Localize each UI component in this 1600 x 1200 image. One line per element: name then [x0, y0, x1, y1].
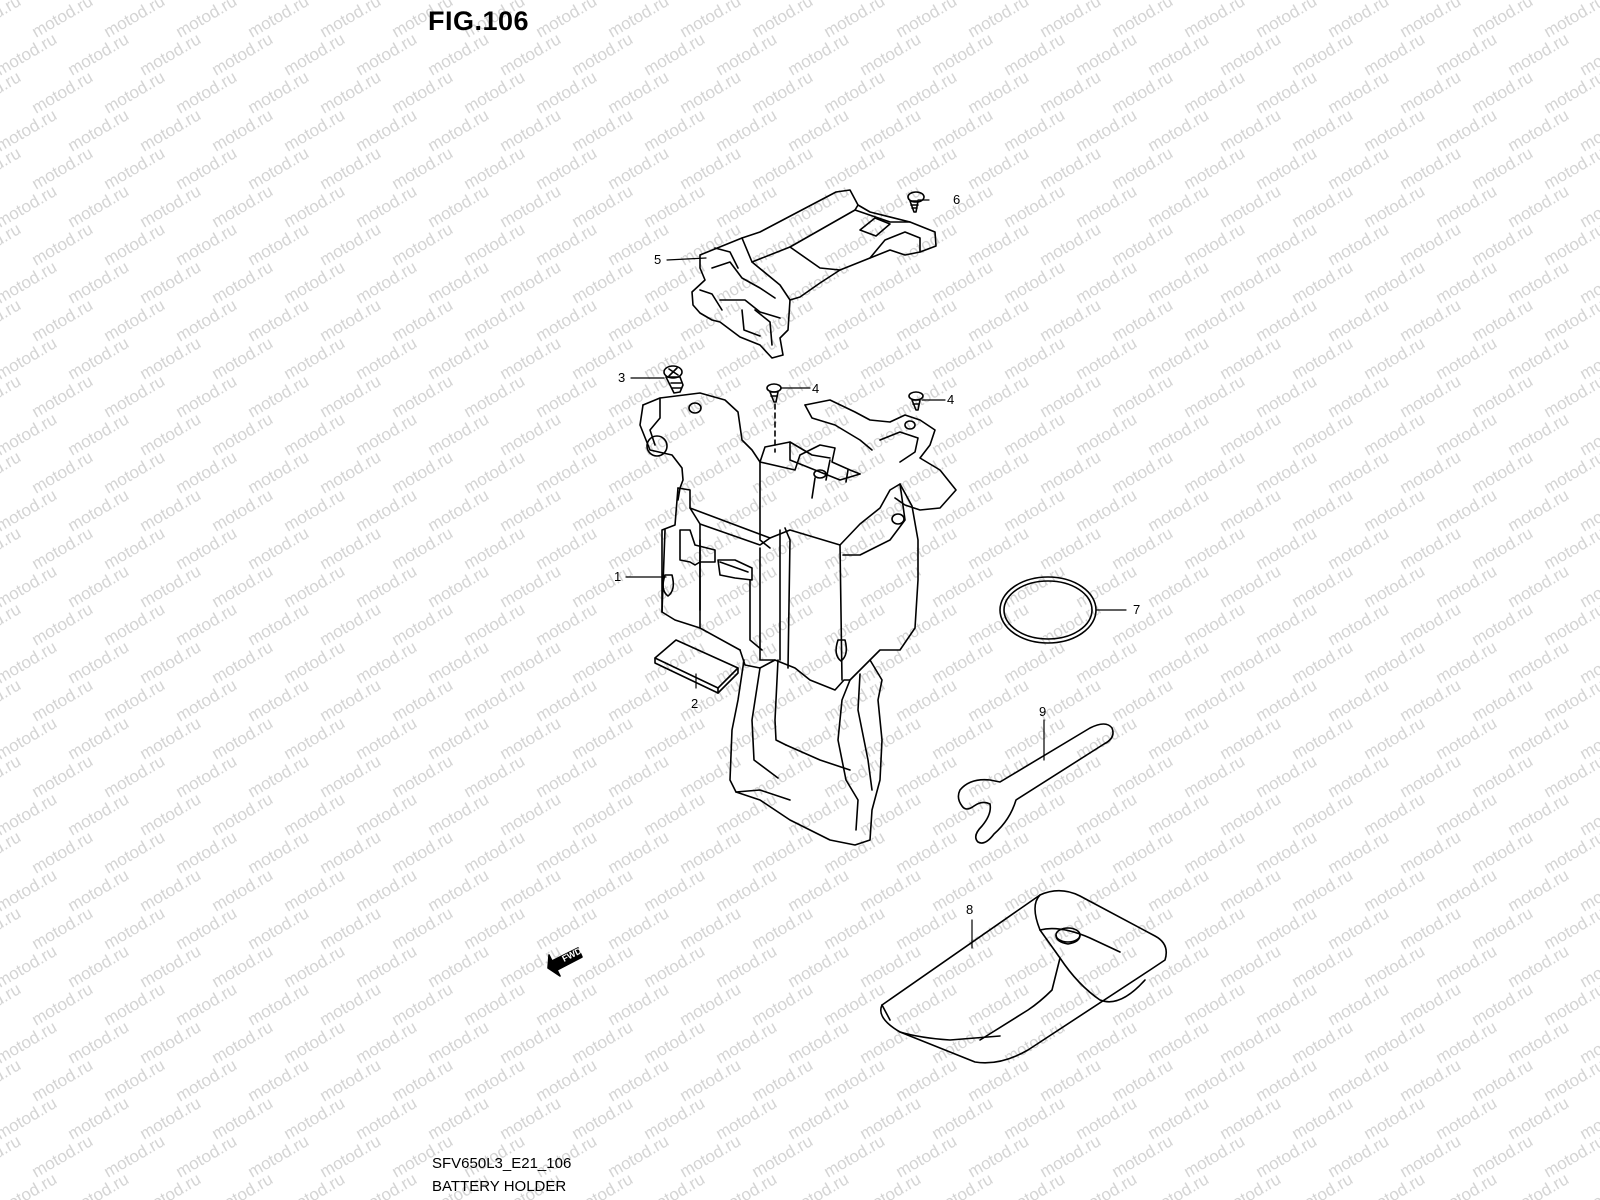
callout-4-right: 4: [947, 392, 954, 407]
callout-6: 6: [953, 192, 960, 207]
figure-title: FIG.106: [428, 6, 530, 36]
callout-8: 8: [966, 902, 973, 917]
forward-direction-icon: FWD: [547, 945, 584, 977]
battery-holder-cover-part: [691, 189, 937, 359]
screw-part-6: [907, 191, 925, 213]
callout-7: 7: [1133, 602, 1140, 617]
screw-part-4-right: [908, 391, 924, 411]
figure-code: SFV650L3_E21_106: [432, 1155, 572, 1172]
callout-5: 5: [654, 252, 661, 267]
tool-bag-part: [880, 889, 1168, 1064]
figure-name: BATTERY HOLDER: [432, 1178, 567, 1195]
callout-4-left: 4: [812, 381, 819, 396]
screw-part-4-left: [766, 383, 782, 453]
spanner-part: [957, 723, 1114, 844]
band-part: [999, 576, 1097, 644]
callout-1: 1: [614, 569, 621, 584]
leader-lines: [625, 199, 1127, 949]
callout-2: 2: [691, 696, 698, 711]
callout-3: 3: [618, 370, 625, 385]
callout-9: 9: [1039, 704, 1046, 719]
bolt-part-3: [663, 365, 684, 394]
watermark-text: motod.ru: [1577, 0, 1600, 3]
battery-holder-part: [639, 392, 957, 846]
